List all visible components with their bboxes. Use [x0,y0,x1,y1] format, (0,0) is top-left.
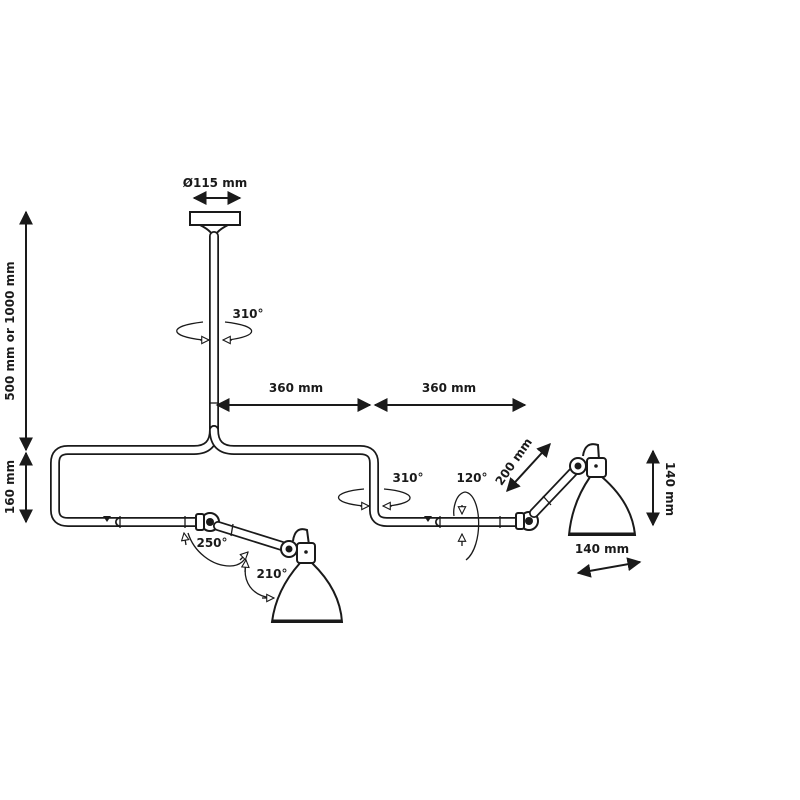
shade-width-dimension: 140 mm [575,542,642,578]
joint-rotation-250-indicator: 250° [184,533,248,567]
joint-rotation-210-label: 210° [256,567,287,581]
arm-length-label: 200 mm [492,435,535,487]
arm-reach-right-dimension: 360 mm [373,381,527,412]
joint-rotation-210-indicator: 210° [245,560,288,598]
joint-rotation-250-label: 250° [196,536,227,550]
shade-height-dimension: 140 mm [646,449,677,527]
right-joint-2 [569,457,587,475]
left-shade [270,528,344,623]
frame-rotation-indicator: 310° [338,471,424,506]
arm-reach-right-label: 360 mm [422,381,476,395]
lamp-frame [50,425,445,527]
stem-rotation-label: 310° [232,307,263,321]
right-swing-arm [529,467,578,518]
canopy-diameter-dimension: Ø115 mm [183,176,247,205]
total-height-dimension: 500 mm or 1000 mm [3,210,33,452]
canopy-diameter-label: Ø115 mm [183,176,247,190]
shade-width-label: 140 mm [575,542,629,556]
frame-rotation-label: 310° [392,471,423,485]
shade-height-label: 140 mm [663,462,677,516]
right-shade [567,443,637,536]
left-swing-arm [213,521,287,551]
frame-height-label: 160 mm [3,460,17,514]
arm-reach-left-dimension: 360 mm [215,381,372,412]
left-joint-2 [280,540,298,558]
right-arm [424,516,520,528]
arm-reach-left-label: 360 mm [269,381,323,395]
arm-length-dimension: 200 mm [492,435,551,493]
arm-tilt-label: 120° [456,471,487,485]
arm-tilt-indicator: 120° [453,471,488,561]
frame-height-dimension: 160 mm [3,451,33,524]
total-height-label: 500 mm or 1000 mm [3,261,17,400]
left-arm [103,516,205,528]
stem-rotation-indicator: 310° [176,307,264,340]
